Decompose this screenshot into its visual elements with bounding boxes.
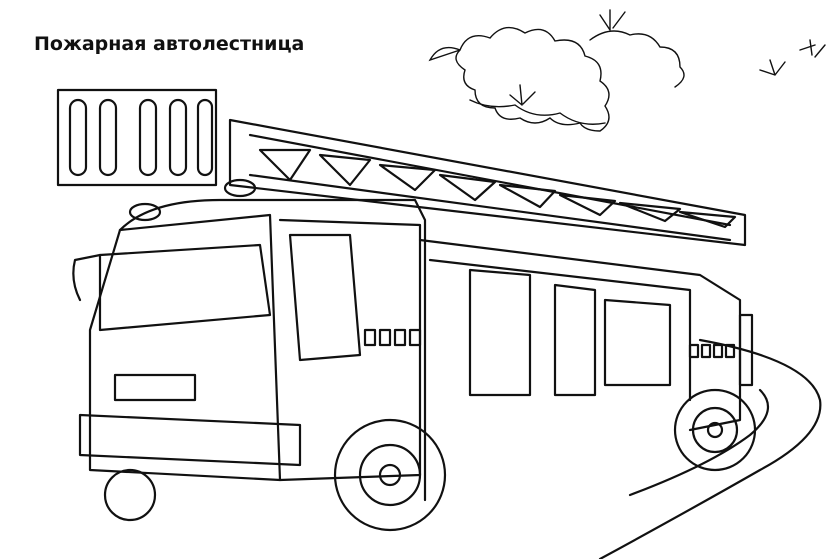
ladder-basket (56, 88, 218, 187)
ladder (228, 118, 747, 247)
wheels (103, 388, 757, 532)
page-title: Пожарная автолестница (34, 33, 305, 55)
truck-body (72, 178, 754, 502)
road (598, 338, 822, 559)
clouds (428, 9, 826, 132)
